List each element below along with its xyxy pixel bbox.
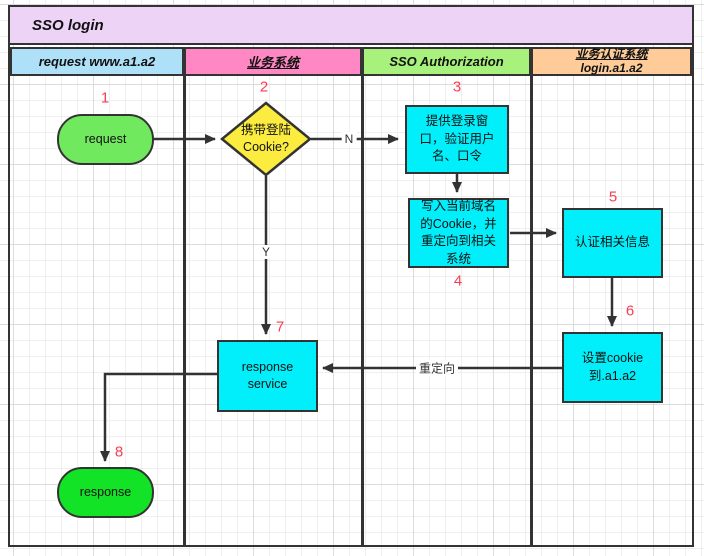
node-response-service: response service [217,340,318,412]
lane-header-label: SSO Authorization [389,54,504,69]
step-number-4: 4 [453,272,463,290]
node-label: 设置cookie 到.a1.a2 [581,351,644,383]
node-label: 认证相关信息 [574,235,650,250]
diagram-title: SSO login [32,16,104,34]
node-decision-has-cookie: 携带登陆 Cookie? [222,103,310,175]
node-label: response service [241,359,294,392]
lane-header-label: request www.a1.a2 [38,54,156,69]
node-label: 写入当前域名 的Cookie，并 重定向到相关 系统 [420,199,497,266]
lane-divider-2 [361,76,364,545]
lane-header-business-system: 业务系统 [184,47,362,76]
lane-header-request: request www.a1.a2 [10,47,184,76]
node-label: response [79,484,132,499]
edge-label-no: N [341,132,357,146]
step-number-7: 7 [275,318,285,336]
node-set-cookie-domain: 设置cookie 到.a1.a2 [562,332,663,403]
lane-header-auth-system: 业务认证系统 login.a1.a2 [531,47,692,76]
lane-divider-1 [183,76,186,545]
step-number-8: 8 [114,443,124,461]
lane-header-label: 业务认证系统 [575,46,648,61]
node-label: 提供登录窗 口，验证用户 名、口令 [419,114,495,164]
lane-header-sso-authorization: SSO Authorization [362,47,531,76]
node-write-cookie-redirect: 写入当前域名 的Cookie，并 重定向到相关 系统 [408,198,509,268]
lane-header-sublabel: login.a1.a2 [580,60,643,75]
node-label: 携带登陆 Cookie? [240,123,291,154]
step-number-6: 6 [625,302,635,320]
node-request-start: request [57,114,154,165]
node-label: request [84,131,127,146]
node-auth-related-info: 认证相关信息 [562,208,663,278]
lane-header-label: 业务系统 [246,55,299,70]
node-provide-login-window: 提供登录窗 口，验证用户 名、口令 [405,105,509,174]
step-number-2: 2 [259,78,269,96]
step-number-3: 3 [452,78,462,96]
step-number-1: 1 [100,89,110,107]
diagram-title-bar: SSO login [8,5,694,45]
edge-label-yes: Y [258,245,274,259]
step-number-5: 5 [608,188,618,206]
lane-divider-3 [530,76,533,545]
node-response-end: response [57,467,154,518]
edge-label-redirect: 重定向 [415,359,459,377]
